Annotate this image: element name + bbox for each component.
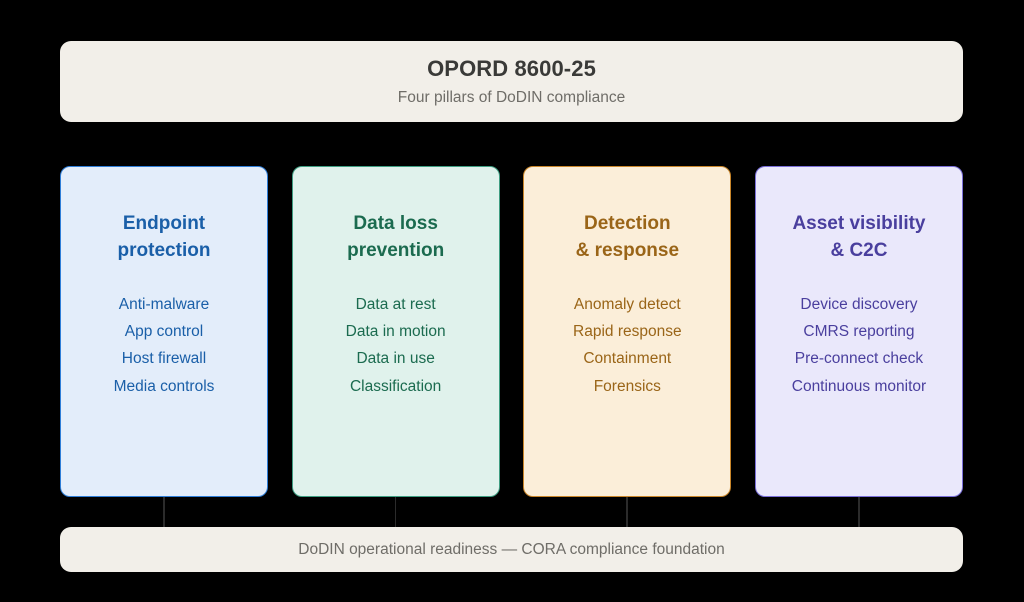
header-banner: OPORD 8600-25 Four pillars of DoDIN comp… <box>60 41 963 122</box>
pillar-item: Forensics <box>593 377 661 395</box>
footer-caption: DoDIN operational readiness — CORA compl… <box>298 540 725 558</box>
pillar-title: Detection & response <box>575 213 680 261</box>
pillar-item: Anomaly detect <box>573 295 681 313</box>
connector-line-1 <box>163 497 165 527</box>
connector-line-3 <box>626 497 628 527</box>
pillar-item: Classification <box>349 377 442 395</box>
pillar-item: Device discovery <box>800 295 918 313</box>
pillar-item: Containment <box>583 350 672 368</box>
pillar-item: Data in motion <box>345 323 446 341</box>
pillar-item: Pre-connect check <box>794 350 924 368</box>
page-subtitle: Four pillars of DoDIN compliance <box>397 88 626 106</box>
connector-line-4 <box>858 497 860 527</box>
pillar-item: CMRS reporting <box>803 323 915 341</box>
pillar-title: Asset visibility & C2C <box>792 213 926 261</box>
pillar-item: Rapid response <box>573 323 682 341</box>
pillar-item: Host firewall <box>121 350 207 368</box>
pillar-title: Data loss prevention <box>347 213 445 261</box>
pillar-item: Data at rest <box>355 295 436 313</box>
connector-line-2 <box>394 497 397 527</box>
pillar-item: Data in use <box>356 350 435 368</box>
page-title: OPORD 8600-25 <box>427 56 596 82</box>
pillar-item: Media controls <box>113 377 215 395</box>
footer-banner: DoDIN operational readiness — CORA compl… <box>60 527 963 572</box>
pillar-item: Anti-malware <box>118 295 210 313</box>
pillar-item: Continuous monitor <box>791 377 927 395</box>
pillar-item: App control <box>124 323 204 341</box>
pillar-title: Endpoint protection <box>117 213 211 261</box>
